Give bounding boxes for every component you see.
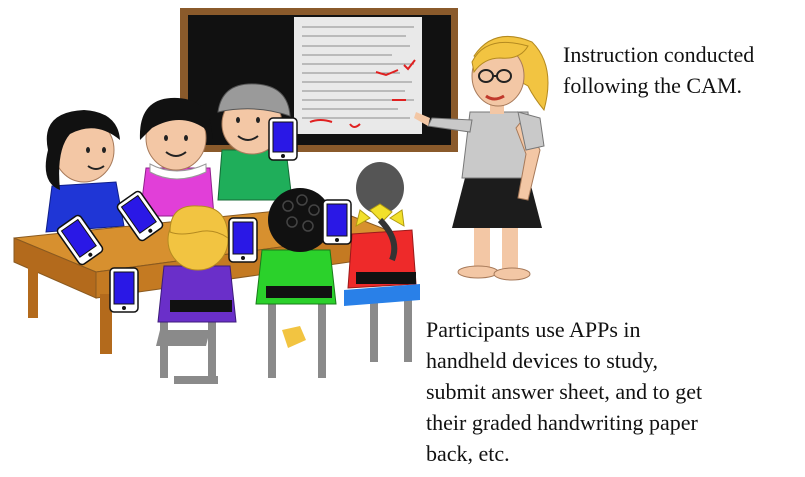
student-blue-girl (45, 110, 125, 233)
phone-icon (56, 214, 104, 266)
students-caption: Participants use APPs in handheld device… (426, 317, 703, 466)
phone-icon (116, 190, 164, 242)
projected-worksheet (294, 17, 422, 134)
student-red (344, 162, 420, 362)
student-cap-boy (217, 83, 293, 201)
phone-icon (109, 267, 139, 313)
phone-icon (268, 117, 298, 161)
teacher-caption: Instruction conducted following the CAM. (563, 42, 755, 98)
student-pink-girl (139, 97, 215, 217)
student-green (255, 188, 337, 378)
chalkboard (180, 8, 458, 152)
student-purple (156, 205, 237, 384)
phone-icon (228, 217, 258, 263)
phone-icon (322, 199, 352, 245)
teacher (414, 35, 549, 281)
